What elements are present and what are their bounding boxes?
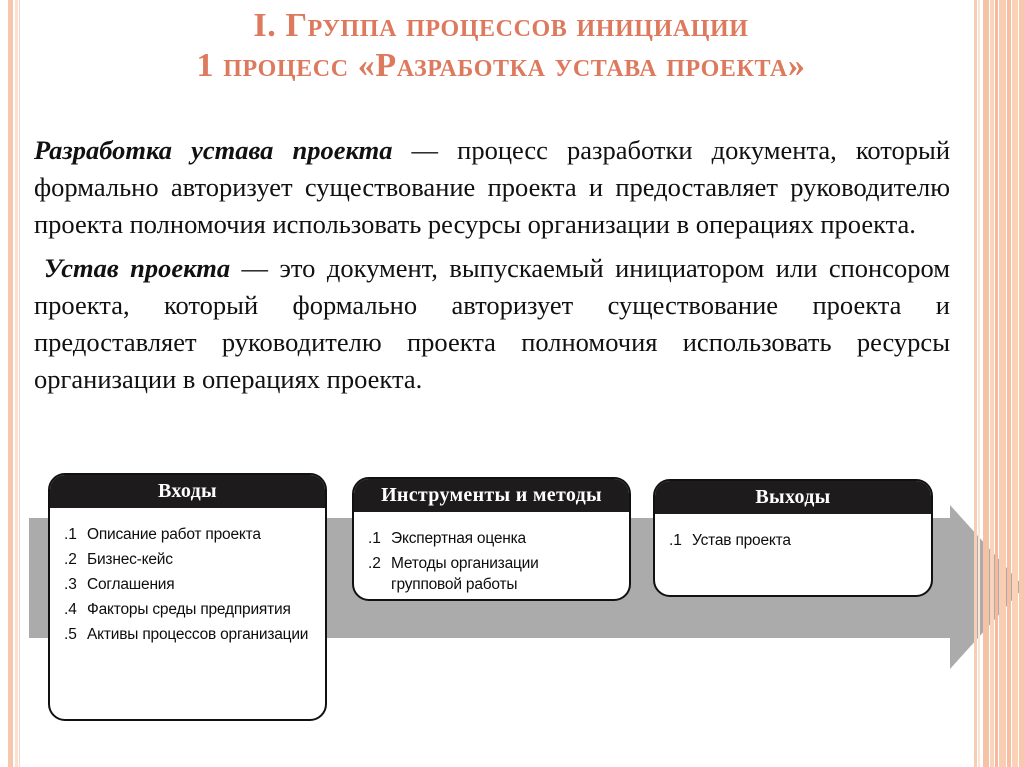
list-item: .1 Устав проекта (669, 530, 921, 551)
item-label: Описание работ проекта (87, 526, 261, 543)
paragraph-1-text: — процесс разработки документа, который … (34, 135, 951, 239)
item-label: Методы организации групповой работы (391, 555, 539, 593)
list-item: .3 Соглашения (64, 574, 315, 595)
ito-box-tools-and-techniques: Инструменты и методы .1 Экспертная оценк… (352, 477, 631, 601)
ito-box-tools-list: .1 Экспертная оценка .2 Методы организац… (354, 512, 629, 599)
ito-box-outputs: Выходы .1 Устав проекта (653, 479, 933, 597)
paragraph-definition-project-charter: Устав проекта — это документ, выпускаемы… (34, 250, 950, 398)
list-item: .2 Методы организации групповой работы (368, 553, 619, 595)
item-number: .3 (64, 576, 77, 593)
paragraph-1-lead-term: Разработка устава проекта (34, 135, 393, 165)
ito-box-outputs-header: Выходы (655, 481, 931, 514)
item-label: Бизнес-кейс (87, 551, 173, 568)
item-label: Факторы среды предприятия (87, 601, 291, 618)
paragraph-2-text: — это документ, выпускаемый инициатором … (34, 253, 950, 394)
list-item: .5 Активы процессов организации (64, 624, 315, 645)
ito-box-inputs-header: Входы (50, 475, 325, 508)
item-number: .4 (64, 601, 77, 618)
paragraph-definition-charter-development: Разработка устава проекта — процесс разр… (34, 132, 950, 243)
decorative-stripe (19, 0, 20, 767)
list-item: .1 Описание работ проекта (64, 524, 315, 545)
paragraph-2-lead-term: Устав проекта (44, 253, 231, 283)
body-text: Разработка устава проекта — процесс разр… (34, 132, 950, 401)
item-number: .2 (64, 551, 77, 568)
decorative-stripe (15, 0, 18, 767)
list-item: .4 Факторы среды предприятия (64, 599, 315, 620)
list-item: .1 Экспертная оценка (368, 528, 619, 549)
left-decorative-stripes (0, 0, 32, 767)
item-label: Активы процессов организации (87, 626, 309, 643)
item-label: Экспертная оценка (391, 530, 526, 547)
list-item: .2 Бизнес-кейс (64, 549, 315, 570)
ito-box-inputs-list: .1 Описание работ проекта .2 Бизнес-кейс… (50, 508, 325, 659)
item-label: Соглашения (87, 576, 175, 593)
ito-box-inputs: Входы .1 Описание работ проекта .2 Бизне… (48, 473, 327, 721)
decorative-stripe (8, 0, 13, 767)
title-line-2: 1 процесс «Разработка устава проекта» (196, 47, 806, 84)
item-number: .5 (64, 626, 77, 643)
item-number: .1 (64, 526, 77, 543)
slide-title: I. Группа процессов инициации 1 процесс … (36, 6, 966, 86)
title-line-1: I. Группа процессов инициации (253, 7, 749, 44)
item-number: .1 (368, 530, 381, 547)
item-label: Устав проекта (692, 532, 791, 549)
item-number: .1 (669, 532, 682, 549)
item-number: .2 (368, 555, 381, 572)
ito-box-tools-header: Инструменты и методы (354, 479, 629, 512)
ito-box-outputs-list: .1 Устав проекта (655, 514, 931, 565)
